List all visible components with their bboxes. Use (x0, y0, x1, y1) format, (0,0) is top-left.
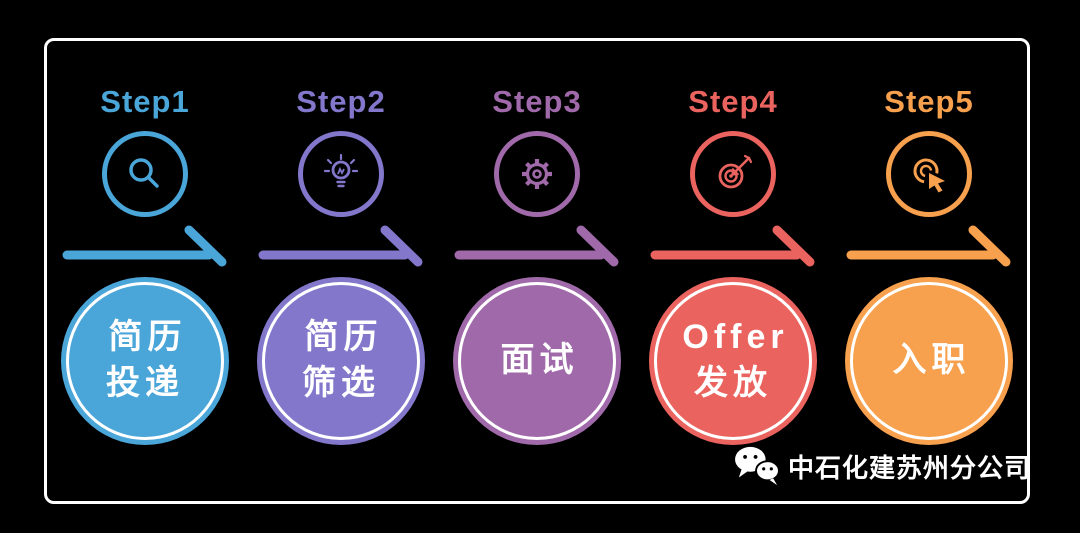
step-label: Step2 (296, 84, 386, 119)
step-icon-ring (494, 131, 580, 218)
step-icon-ring (690, 131, 776, 218)
step-icon-ring (102, 131, 188, 218)
step-bubble: 入职 (845, 277, 1013, 446)
step-column-5: Step5 入职 (831, 84, 1027, 501)
gear-icon (522, 159, 552, 190)
bubble-inner-ring (458, 282, 616, 441)
step-icon-ring (886, 131, 972, 218)
step-bubble: 面试 (453, 277, 621, 446)
lightbulb-icon (323, 153, 359, 188)
border-frame: Step1 简历 投递 Step2 (44, 38, 1030, 504)
step-column-4: Step4 Offer 发放 (635, 84, 831, 501)
bubble-inner-ring (66, 282, 224, 441)
steps-row: Step1 简历 投递 Step2 (47, 41, 1027, 501)
step-text: Offer 发放 (682, 318, 789, 403)
step-text: 简历 投递 (106, 318, 187, 403)
arrow-right-icon (650, 225, 815, 267)
arrow-right-icon (454, 225, 619, 267)
step-text: 面试 (500, 341, 579, 380)
step-label: Step4 (688, 84, 778, 119)
brand-name: 中石化建苏州分公司 (787, 452, 1031, 483)
target-icon (718, 154, 753, 189)
search-icon (129, 158, 159, 188)
step-column-3: Step3 (439, 84, 635, 501)
step-column-2: Step2 简历 筛选 (243, 84, 439, 501)
step-text: 入职 (892, 341, 971, 380)
step-label: Step3 (492, 84, 582, 119)
step-column-1: Step1 简历 投递 (47, 84, 243, 501)
arrow-right-icon (62, 225, 227, 267)
arrow-right-icon (258, 225, 423, 267)
step-bubble: 简历 筛选 (257, 277, 425, 446)
step-icon-ring (298, 131, 384, 218)
wechat-icon (735, 446, 780, 486)
step-label: Step5 (884, 84, 974, 119)
brand-footer: 中石化建苏州分公司 (734, 445, 1031, 487)
bubble-inner-ring (850, 282, 1008, 441)
bubble-inner-ring (654, 282, 812, 441)
step-bubble: Offer 发放 (649, 277, 817, 446)
step-label: Step1 (100, 84, 190, 119)
cursor-click-icon (913, 158, 945, 193)
arrow-right-icon (846, 225, 1011, 267)
step-bubble: 简历 投递 (61, 277, 229, 446)
bubble-inner-ring (262, 282, 420, 441)
step-text: 简历 筛选 (302, 318, 383, 403)
